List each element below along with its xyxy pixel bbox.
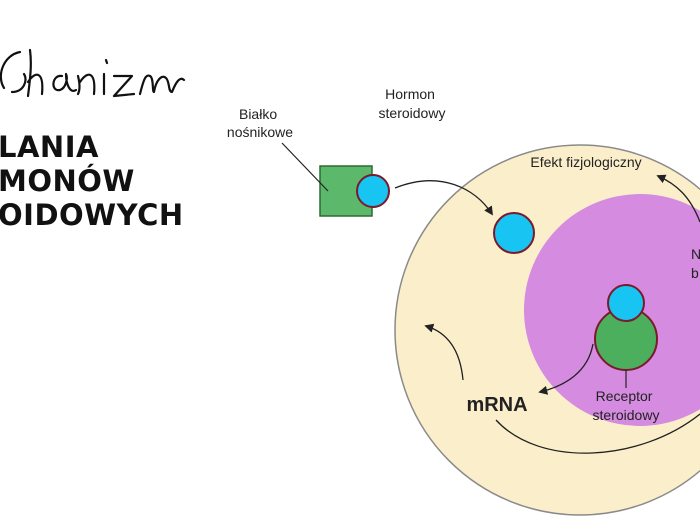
hormone-bound-receptor bbox=[607, 284, 645, 322]
page-title: LANIA MONÓW OIDOWYCH bbox=[0, 130, 184, 232]
label-mrna: mRNA bbox=[466, 394, 527, 416]
label-steroid-receptor: Receptor steroidowy bbox=[593, 388, 660, 423]
arrow-bottom-curve bbox=[495, 413, 700, 454]
label-steroid-hormone: Hormon steroidowy bbox=[379, 86, 446, 121]
label-side-cut: N b bbox=[691, 246, 700, 281]
script-title-lettering bbox=[0, 48, 186, 98]
hormone-bound-carrier bbox=[356, 174, 390, 208]
arrow-to-effect bbox=[656, 174, 700, 223]
arrow-mrna-to-protein bbox=[424, 323, 464, 381]
carrier-leader-line bbox=[281, 142, 329, 192]
label-carrier-protein: Białko nośnikowe bbox=[227, 106, 293, 140]
arrow-hormone-entry bbox=[394, 180, 493, 216]
title-line-3: OIDOWYCH bbox=[0, 198, 184, 232]
label-physiological-effect: Efekt fizjologiczny bbox=[530, 154, 641, 170]
hormone-free-cytoplasm bbox=[493, 212, 535, 254]
title-line-1: LANIA bbox=[0, 130, 99, 164]
title-line-2: MONÓW bbox=[0, 164, 135, 198]
arrow-receptor-to-mrna bbox=[538, 343, 594, 395]
